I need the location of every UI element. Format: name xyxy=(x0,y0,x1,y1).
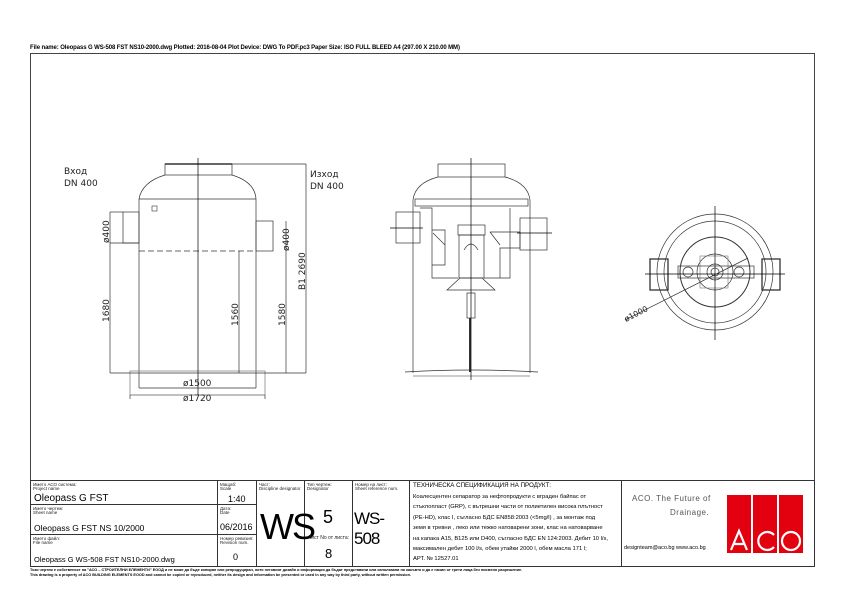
inlet-pipe xyxy=(395,211,421,244)
designator-label: Тип чертеж: xyxy=(307,482,332,487)
sheet-name: Oleopass G FST NS 10/2000 xyxy=(34,523,145,533)
designator-label-en: Designator xyxy=(307,486,329,491)
discipline-cell: Част: Discipline designator WS xyxy=(257,480,316,567)
copyright-en: This drawing is a property of ACO BUILDI… xyxy=(30,573,411,577)
scale-label-en: Scale xyxy=(220,486,232,491)
sheet-ref-label: Номер на лист: xyxy=(355,482,388,487)
designator-value: 5 xyxy=(323,507,334,527)
copyright-notice: Този чертеж е собственост на "АСО – СТРО… xyxy=(30,568,522,578)
revision-label-en: Revision num. xyxy=(220,540,249,545)
date-value: 06/2016 xyxy=(220,522,253,532)
outlet-pipe xyxy=(255,220,274,252)
dim-base-dia: ø1720 xyxy=(183,394,212,404)
plot-info: File name: Oleopass G WS-508 FST NS10-20… xyxy=(30,45,460,51)
dim-top-dia: ø1000 xyxy=(623,304,650,323)
dim-inlet-height: 1680 xyxy=(102,299,112,322)
sheet-no-value: 8 xyxy=(325,546,333,561)
revision-label: Номер ревизия: xyxy=(220,536,254,541)
project-label: Името АСО система: xyxy=(33,482,77,487)
sheet-ref-value: WS-508 xyxy=(354,509,385,548)
scale-cell: Мащаб: Scale 1:40 xyxy=(218,480,257,505)
dim-inlet-dia: ø400 xyxy=(102,220,112,243)
scale-value: 1:40 xyxy=(228,494,246,504)
copyright-bg: Този чертеж е собственост на "АСО – СТРО… xyxy=(30,568,523,572)
project-label-en: Project name xyxy=(33,486,60,491)
scale-label: Мащаб: xyxy=(220,482,237,487)
inlet-label: Вход xyxy=(64,167,87,177)
contact-info: designteam@aco.bg www.aco.bg xyxy=(624,545,706,551)
spec-title: ТЕХНИЧЕСКА СПЕЦИФИКАЦИЯ НА ПРОДУКТ: xyxy=(413,482,552,489)
aco-logo xyxy=(727,495,803,553)
spec-line: стъклопласт (GRP), с вътрешни части от п… xyxy=(413,504,603,511)
outlet-label: Изход xyxy=(310,170,339,180)
date-label-en: Date xyxy=(220,510,230,515)
spec-line: Коалесцентен сепаратор за нефтопродукти … xyxy=(413,494,587,500)
outlet-dn-label: DN 400 xyxy=(310,182,344,192)
spec-line: максимален дебит 100 l/s, обем утайки 20… xyxy=(413,546,587,553)
discipline-label: Част: xyxy=(259,482,271,487)
sheet-name-cell: Името чертеж: Sheet name Oleopass G FST … xyxy=(30,505,218,535)
spec-line: земя в тревни , леко или тежко натоварен… xyxy=(413,525,603,532)
project-name-cell: Името АСО система: Project name Oleopass… xyxy=(30,480,218,505)
sheet-no-label: Лист No от листа: xyxy=(308,535,349,541)
sheet-label-en: Sheet name xyxy=(33,510,58,515)
inlet-pipe xyxy=(122,211,140,244)
project-name: Oleopass G FST xyxy=(34,493,109,504)
aco-logo-letters xyxy=(729,528,802,552)
spec-line: АРТ. № 12527.01 xyxy=(413,556,459,563)
inlet-dn-label: DN 400 xyxy=(64,179,98,189)
dim-body-dia: ø1500 xyxy=(183,379,212,389)
sheet-ref-cell: Номер на лист: Sheet reference num. WS-5… xyxy=(353,480,410,567)
dim-1580: 1580 xyxy=(278,303,288,326)
file-name-cell: Името файл: File name Oleopass G WS-508 … xyxy=(30,535,218,567)
dim-1560: 1560 xyxy=(231,303,241,326)
manhole-neck xyxy=(164,163,233,176)
dim-total-height: B1 2690 xyxy=(298,252,308,290)
inlet-pipe xyxy=(649,258,669,291)
file-label: Името файл: xyxy=(33,536,61,541)
sheet-label: Името чертеж: xyxy=(33,506,64,511)
file-label-en: File name xyxy=(33,540,53,545)
revision-cell: Номер ревизия: Revision num. 0 xyxy=(218,535,257,567)
outlet-pipe xyxy=(519,217,548,251)
aco-brand-cell: ACO. The Future of Drainage. designteam@… xyxy=(622,480,815,567)
spec-line: на капака A15, B125 или D400, съгласно Б… xyxy=(413,535,609,542)
section-view xyxy=(390,158,552,380)
slogan-line1: ACO. The Future of xyxy=(632,494,711,503)
outlet-pipe xyxy=(761,258,781,291)
designator-cell: Тип чертеж: Designator 5 Лист No от лист… xyxy=(305,480,353,567)
spec-cell: ТЕХНИЧЕСКА СПЕЦИФИКАЦИЯ НА ПРОДУКТ: Коал… xyxy=(410,480,622,567)
title-block: Името АСО система: Project name Oleopass… xyxy=(30,480,815,567)
sheet-ref-label-en: Sheet reference num. xyxy=(355,486,399,491)
dim-outlet-dia: ø400 xyxy=(282,228,292,251)
revision-value: 0 xyxy=(233,552,239,562)
side-elevation-view: Вход DN 400 Изход DN 400 ø400 ø400 1680 … xyxy=(64,158,344,404)
slogan-line2: Drainage. xyxy=(670,508,710,517)
spec-text: Коалесцентен сепаратор за нефтопродукти … xyxy=(413,492,608,565)
discipline-label-en: Discipline designator xyxy=(259,486,301,491)
spec-line: (PE-HD), клас I, съгласно БДС EN858:2003… xyxy=(413,514,596,521)
date-cell: Дата: Date 06/2016 xyxy=(218,505,257,535)
discipline-value: WS xyxy=(260,506,316,547)
date-label: Дата: xyxy=(220,506,232,511)
tank-body xyxy=(138,174,257,388)
plan-view: ø1000 xyxy=(623,206,785,340)
file-name: Oleopass G WS-508 FST NS10-2000.dwg xyxy=(34,555,175,564)
